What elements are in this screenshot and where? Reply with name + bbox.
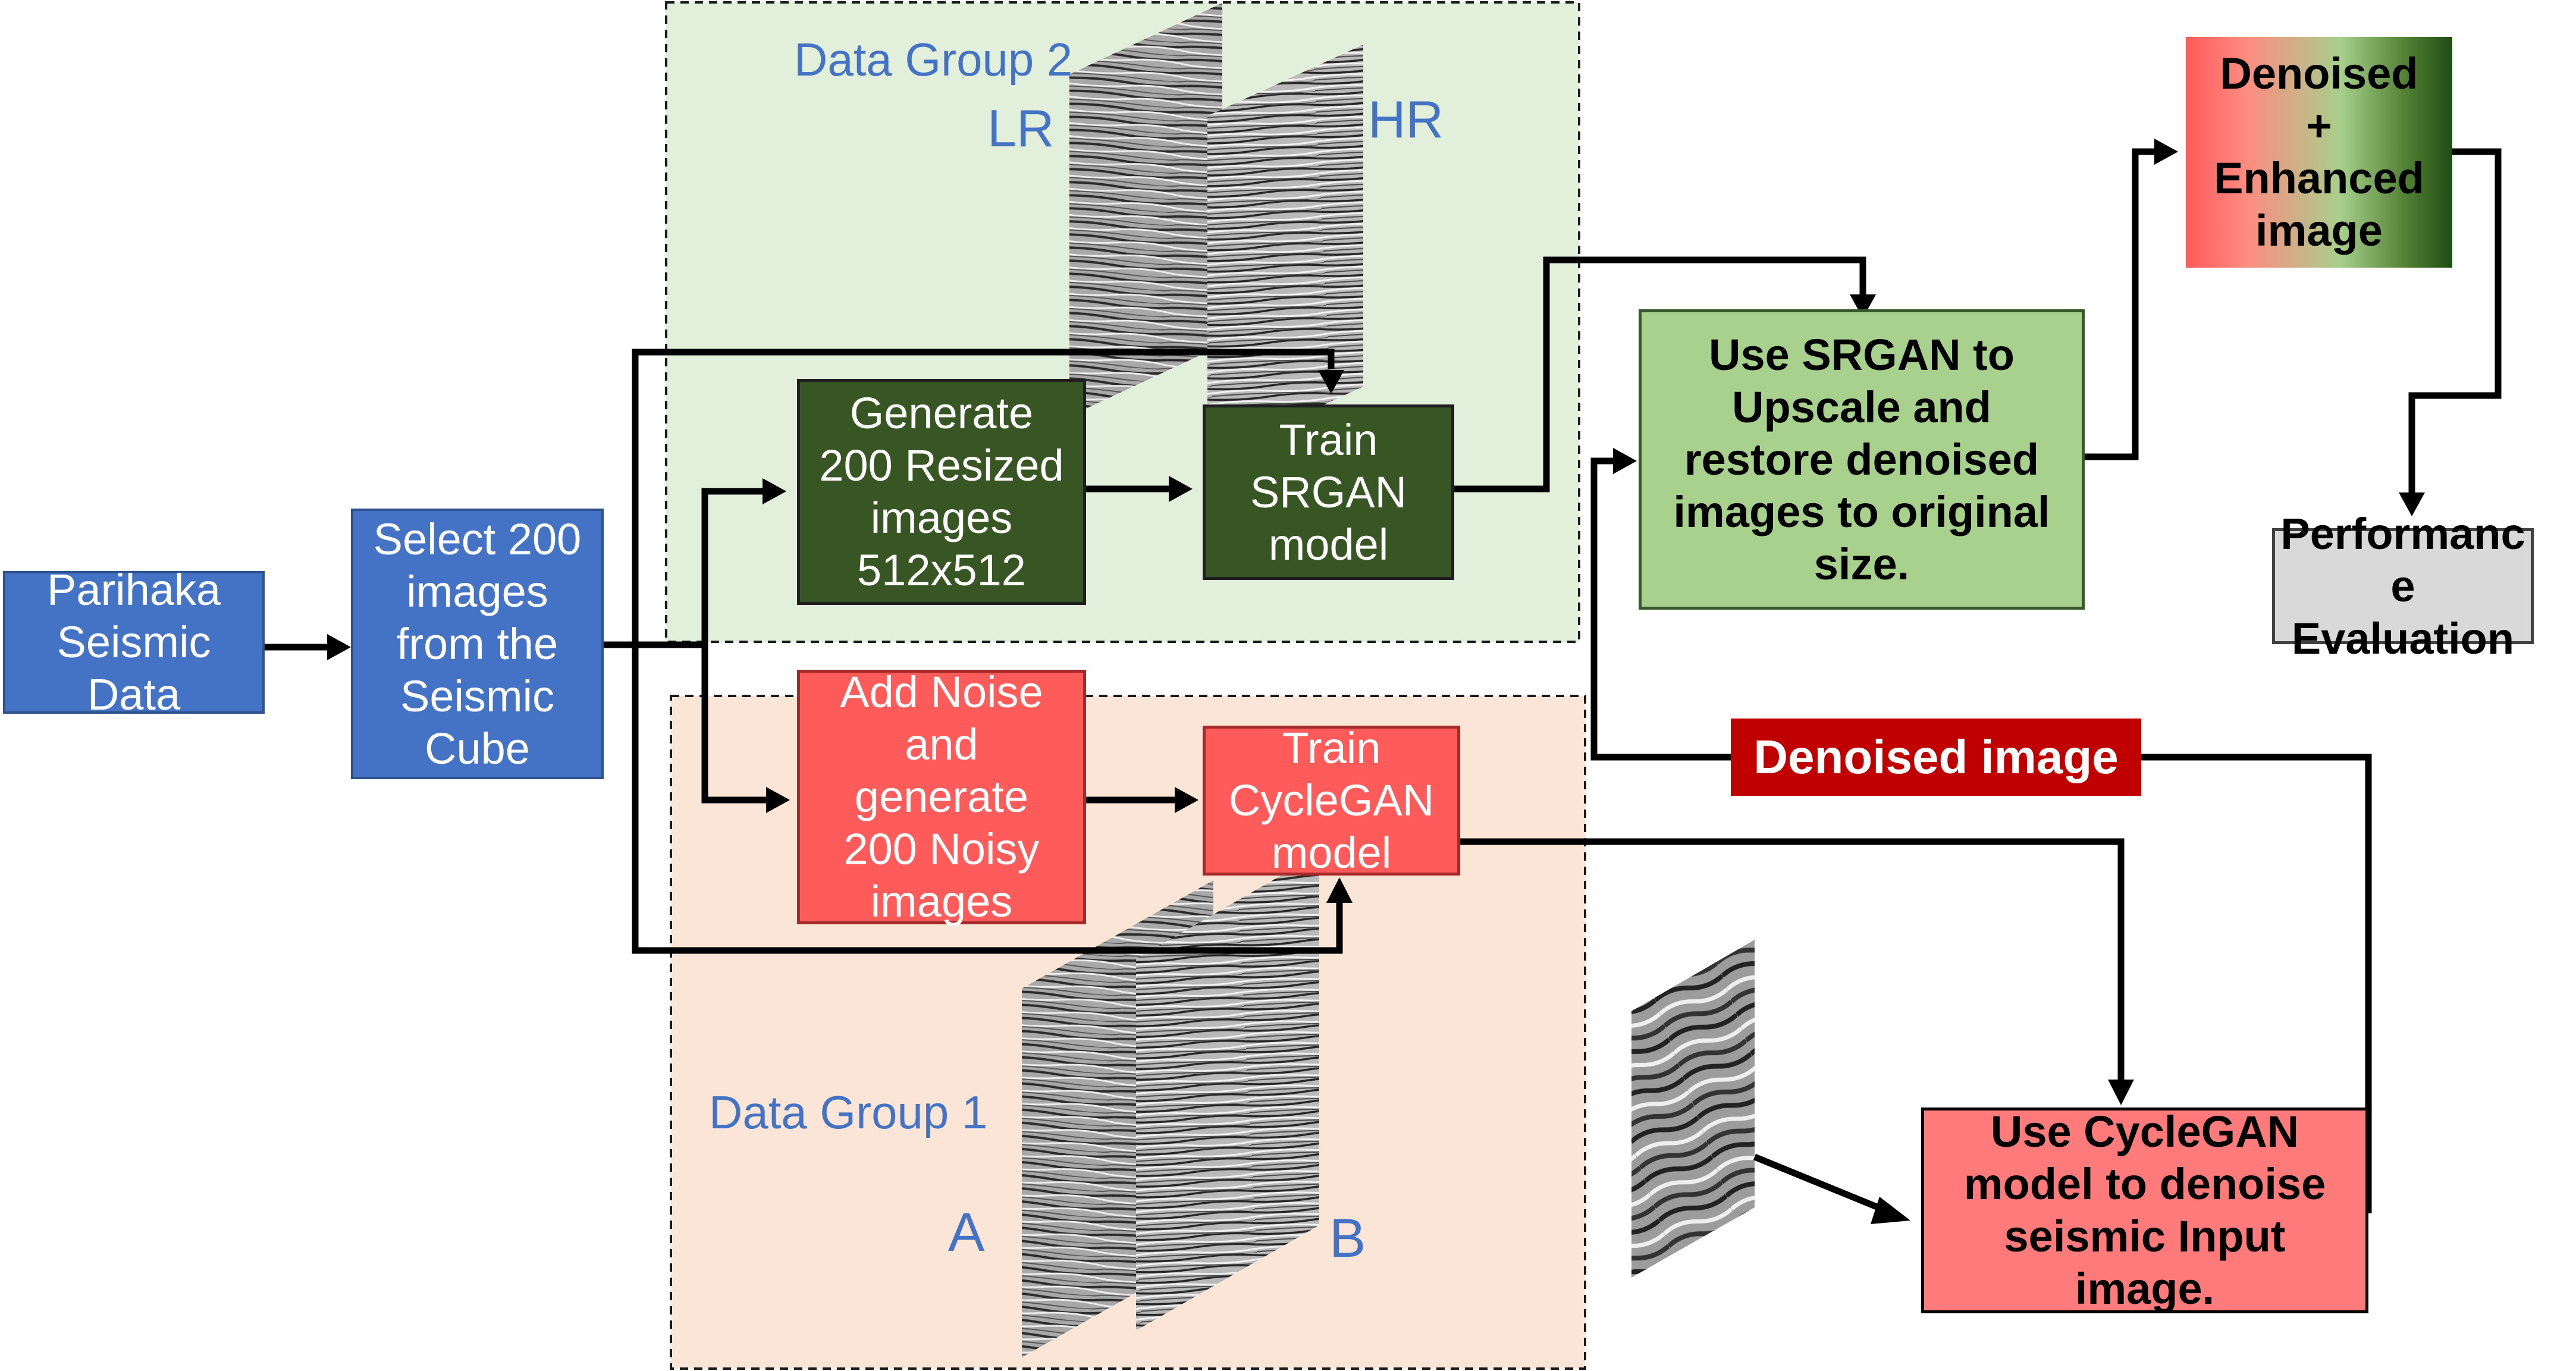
arrowhead-denoise-top bbox=[2108, 1080, 2134, 1105]
arrowhead-upscale-top bbox=[1850, 294, 1876, 318]
arrow-input-to-denoise bbox=[1753, 1153, 1887, 1214]
arrowhead-cyclegan-in bbox=[1175, 787, 1198, 813]
arrowhead-noise bbox=[766, 787, 790, 813]
arrow-srgan-to-upscale bbox=[1454, 256, 1866, 492]
data-group-1-label: Data Group 1 bbox=[709, 1086, 988, 1138]
arrowhead-srgan-in bbox=[1169, 476, 1193, 502]
generate-resized-box: Generate 200 Resized images 512x512 bbox=[797, 379, 1086, 605]
arrow-select-to-resized bbox=[604, 488, 764, 648]
hr-label: HR bbox=[1368, 90, 1444, 149]
seismic-b-image bbox=[1136, 854, 1319, 1331]
lr-label: LR bbox=[987, 99, 1055, 158]
b-label: B bbox=[1329, 1208, 1366, 1269]
arrowhead-performance bbox=[2399, 492, 2425, 516]
arrowhead-cyclegan bbox=[1326, 877, 1353, 903]
denoised-enhanced-box: Denoised + Enhanced image bbox=[2186, 37, 2452, 268]
arrowhead-denoise-left bbox=[1871, 1197, 1910, 1224]
use-cyclegan-box: Use CycleGAN model to denoise seismic In… bbox=[1921, 1107, 2368, 1313]
arrowhead-resized bbox=[763, 478, 786, 504]
seismic-lr-image bbox=[1069, 3, 1222, 416]
add-noise-box: Add Noise and generate 200 Noisy images bbox=[797, 667, 1086, 926]
select-images-box: Select 200 images from the Seismic Cube bbox=[351, 509, 604, 779]
arrowhead-select bbox=[327, 634, 351, 660]
arrow-cyclegan-to-denoise bbox=[1460, 838, 2125, 1080]
train-cyclegan-box: Train CycleGAN model bbox=[1203, 723, 1460, 877]
arrow-select-to-noise bbox=[701, 645, 767, 804]
arrow-upscale-to-enhanced bbox=[2085, 148, 2156, 460]
seismic-input-image bbox=[1631, 940, 1755, 1278]
arrowhead-enhanced bbox=[2154, 139, 2178, 165]
arrow-denoised-label-to-upscale bbox=[1590, 457, 1731, 761]
arrow-enhanced-to-performance bbox=[2408, 148, 2502, 494]
arrow-denoise-to-upscale bbox=[2141, 754, 2372, 1213]
performance-evaluation-box: Performanc e Evaluation bbox=[2272, 509, 2534, 663]
seismic-hr-image bbox=[1207, 45, 1363, 458]
data-group-2-label: Data Group 2 bbox=[794, 33, 1073, 86]
arrow-select-to-cyclegan bbox=[632, 645, 1343, 954]
parihaka-seismic-data-box: Parihaka Seismic Data bbox=[3, 565, 265, 719]
train-srgan-box: Train SRGAN model bbox=[1203, 404, 1454, 580]
arrowhead-srgan bbox=[1318, 370, 1344, 394]
a-label: A bbox=[948, 1202, 985, 1263]
denoised-image-label: Denoised image bbox=[1731, 719, 2141, 796]
use-srgan-box: Use SRGAN to Upscale and restore denoise… bbox=[1639, 309, 2085, 610]
arrowhead-upscale-left bbox=[1613, 448, 1637, 474]
